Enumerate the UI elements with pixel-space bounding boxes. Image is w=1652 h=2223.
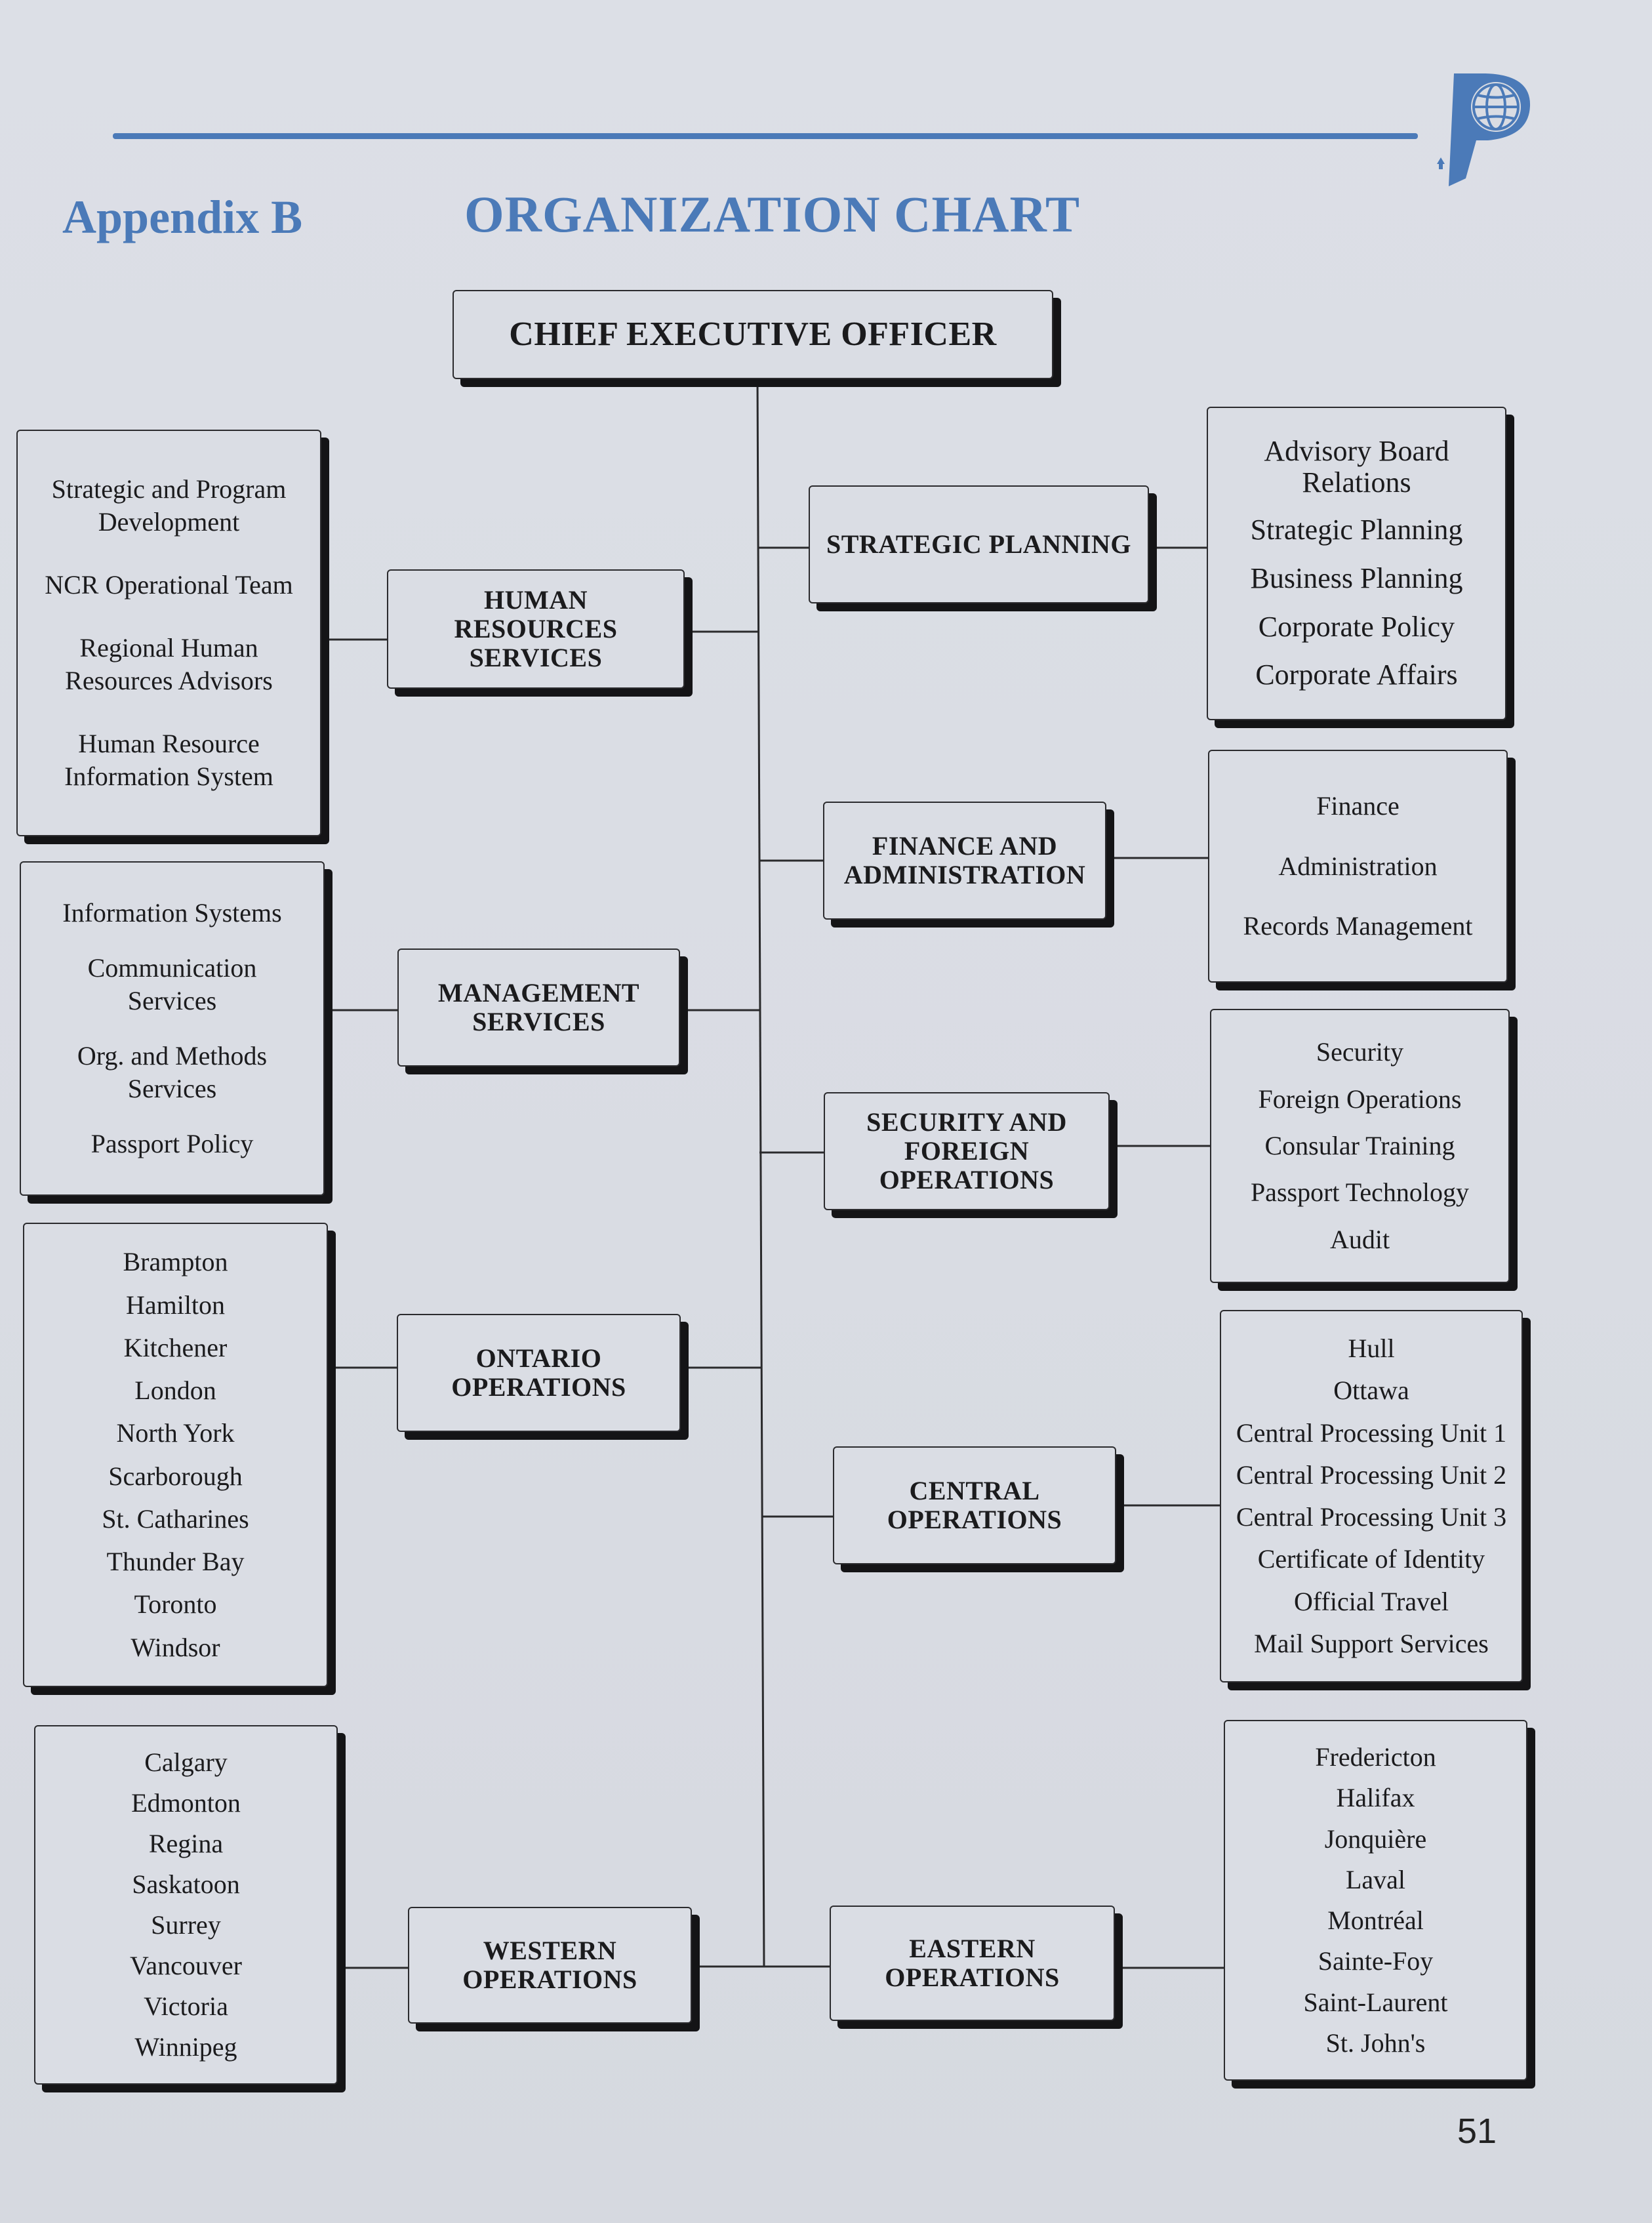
hr-services-box: HUMAN RESOURCES SERVICES	[387, 569, 685, 689]
list-item: NCR Operational Team	[45, 570, 293, 600]
list-item: Saint-Laurent	[1303, 1987, 1448, 2017]
eastern-operations-label: EASTERN OPERATIONS	[885, 1934, 1060, 1992]
list-item: Audit	[1329, 1224, 1390, 1254]
list-item: Winnipeg	[134, 2032, 237, 2062]
list-item: Communication Services	[87, 953, 257, 1015]
list-item: Records Management	[1243, 910, 1473, 941]
list-item: Central Processing Unit 1	[1236, 1417, 1507, 1448]
list-item: Hamilton	[125, 1290, 226, 1320]
ceo-label: CHIEF EXECUTIVE OFFICER	[509, 316, 997, 353]
western-operations-list: Calgary Edmonton Regina Saskatoon Surrey…	[34, 1725, 338, 2085]
list-item: Central Processing Unit 2	[1236, 1459, 1507, 1490]
list-item: Laval	[1345, 1864, 1406, 1894]
list-item: Corporate Policy	[1258, 610, 1455, 643]
strategic-planning-list: Advisory Board Relations Strategic Plann…	[1207, 407, 1506, 720]
appendix-label: Appendix B	[62, 191, 303, 243]
central-operations-list: Hull Ottawa Central Processing Unit 1 Ce…	[1220, 1310, 1523, 1683]
list-item: Montréal	[1327, 1906, 1424, 1936]
list-item: London	[134, 1376, 216, 1406]
ceo-box: CHIEF EXECUTIVE OFFICER	[453, 290, 1053, 379]
hr-services-list: Strategic and Program Development NCR Op…	[16, 430, 321, 836]
central-operations-box: CENTRAL OPERATIONS	[833, 1446, 1116, 1564]
finance-administration-label: FINANCE AND ADMINISTRATION	[843, 831, 1086, 889]
list-item: Halifax	[1336, 1783, 1415, 1813]
list-item: Windsor	[131, 1632, 220, 1662]
list-item: Strategic and Program Development	[51, 474, 287, 537]
header-rule	[113, 133, 1418, 139]
list-item: Victoria	[144, 1991, 228, 2021]
management-services-label: MANAGEMENT SERVICES	[437, 978, 640, 1036]
list-item: Sainte-Foy	[1318, 1946, 1434, 1976]
list-item: Scarborough	[108, 1461, 243, 1491]
list-item: Finance	[1316, 791, 1400, 821]
page-number: 51	[1457, 2111, 1497, 2151]
list-item: Kitchener	[123, 1332, 228, 1362]
hr-services-label: HUMAN RESOURCES SERVICES	[454, 585, 618, 672]
finance-administration-box: FINANCE AND ADMINISTRATION	[823, 802, 1106, 920]
list-item: St. John's	[1325, 2028, 1426, 2058]
finance-administration-list: Finance Administration Records Managemen…	[1208, 750, 1508, 983]
management-services-box: MANAGEMENT SERVICES	[397, 948, 680, 1067]
list-item: Fredericton	[1315, 1742, 1436, 1772]
list-item: Mail Support Services	[1254, 1628, 1489, 1658]
list-item: Business Planning	[1250, 561, 1463, 594]
ontario-operations-list: Brampton Hamilton Kitchener London North…	[23, 1223, 328, 1687]
list-item: Surrey	[151, 1910, 221, 1940]
eastern-operations-box: EASTERN OPERATIONS	[830, 1906, 1115, 2021]
list-item: Administration	[1278, 851, 1438, 881]
list-item: Thunder Bay	[106, 1547, 245, 1577]
ontario-operations-box: ONTARIO OPERATIONS	[397, 1314, 681, 1432]
list-item: Toronto	[134, 1589, 217, 1620]
list-item: Advisory Board Relations	[1264, 434, 1449, 499]
central-operations-label: CENTRAL OPERATIONS	[887, 1476, 1062, 1534]
list-item: Regina	[148, 1829, 224, 1858]
eastern-operations-list: Fredericton Halifax Jonquière Laval Mont…	[1224, 1720, 1527, 2081]
list-item: Calgary	[144, 1747, 228, 1777]
list-item: Org. and Methods Services	[77, 1041, 268, 1103]
list-item: Corporate Affairs	[1255, 659, 1458, 691]
list-item: Vancouver	[129, 1951, 243, 1980]
strategic-planning-label: STRATEGIC PLANNING	[826, 529, 1131, 559]
ontario-operations-label: ONTARIO OPERATIONS	[451, 1343, 626, 1402]
list-item: Central Processing Unit 3	[1236, 1502, 1507, 1532]
list-item: Ottawa	[1333, 1376, 1409, 1406]
list-item: Security	[1316, 1037, 1404, 1067]
list-item: Official Travel	[1294, 1586, 1449, 1616]
page-title: ORGANIZATION CHART	[464, 186, 1081, 243]
management-services-list: Information Systems Communication Servic…	[20, 861, 325, 1196]
list-item: Certificate of Identity	[1257, 1544, 1485, 1574]
security-foreign-operations-box: SECURITY AND FOREIGN OPERATIONS	[824, 1092, 1110, 1210]
list-item: Jonquière	[1324, 1824, 1427, 1854]
list-item: Consular Training	[1264, 1130, 1455, 1160]
list-item: Hull	[1348, 1334, 1395, 1364]
list-item: Foreign Operations	[1258, 1084, 1462, 1114]
list-item: Strategic Planning	[1250, 514, 1463, 546]
western-operations-label: WESTERN OPERATIONS	[462, 1936, 637, 1994]
list-item: Regional Human Resources Advisors	[65, 633, 273, 695]
security-foreign-operations-list: Security Foreign Operations Consular Tra…	[1210, 1009, 1510, 1283]
list-item: Edmonton	[131, 1788, 241, 1818]
list-item: Human Resource Information System	[64, 729, 273, 791]
list-item: St. Catharines	[102, 1503, 249, 1534]
list-item: Passport Policy	[91, 1129, 254, 1158]
list-item: Information Systems	[62, 898, 282, 928]
security-foreign-operations-label: SECURITY AND FOREIGN OPERATIONS	[866, 1107, 1067, 1194]
list-item: Brampton	[123, 1247, 228, 1277]
list-item: North York	[116, 1418, 235, 1448]
main-trunk-line	[756, 378, 765, 1967]
list-item: Saskatoon	[132, 1869, 240, 1899]
western-operations-box: WESTERN OPERATIONS	[408, 1907, 692, 2024]
passport-logo-icon	[1437, 73, 1531, 186]
strategic-planning-box: STRATEGIC PLANNING	[809, 485, 1149, 603]
list-item: Passport Technology	[1250, 1177, 1470, 1208]
